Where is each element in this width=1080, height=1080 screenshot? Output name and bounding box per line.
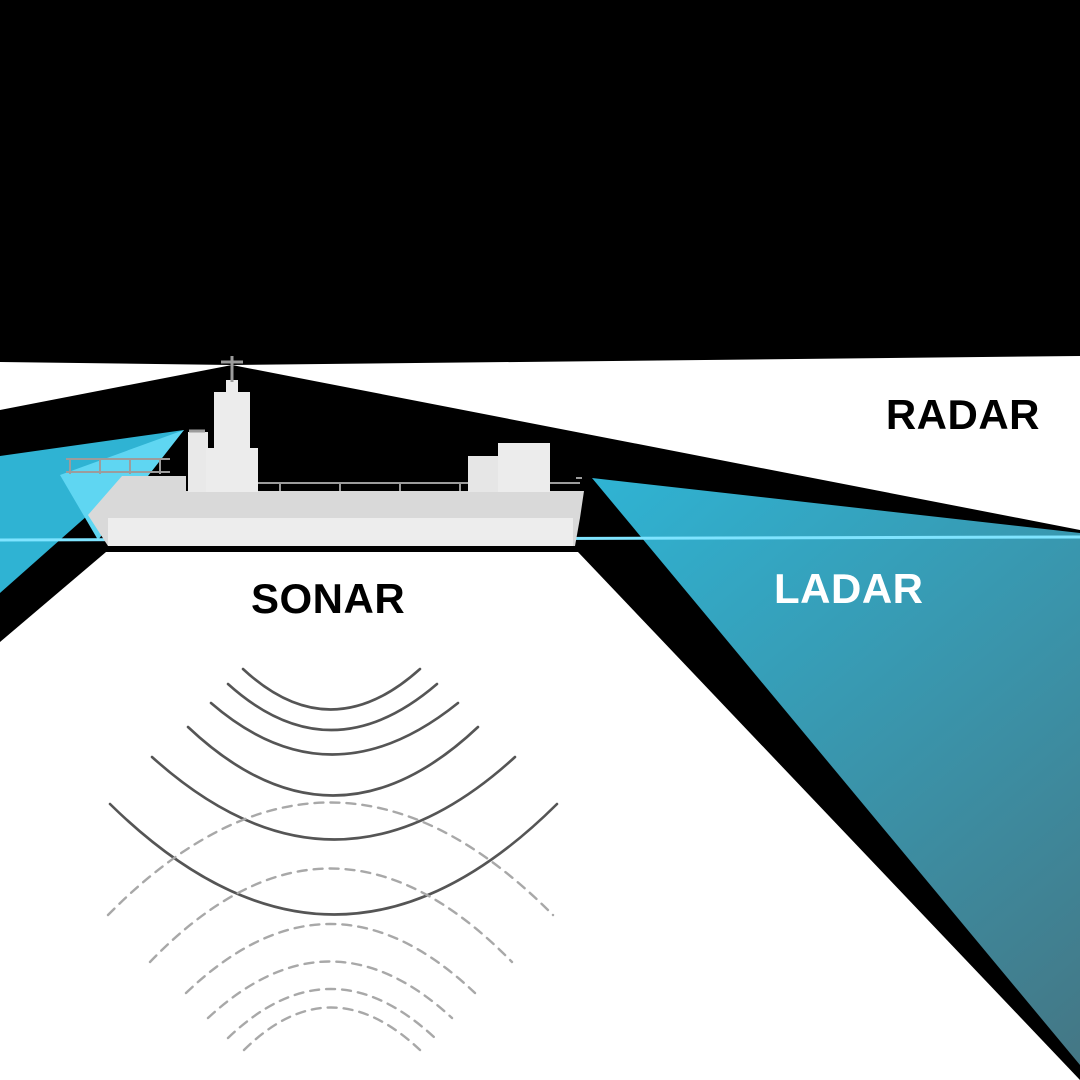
ladar-label: LADAR [774, 568, 923, 610]
radar-label: RADAR [886, 394, 1040, 436]
radar-beam-left [0, 362, 232, 410]
sonar-label: SONAR [251, 578, 405, 620]
